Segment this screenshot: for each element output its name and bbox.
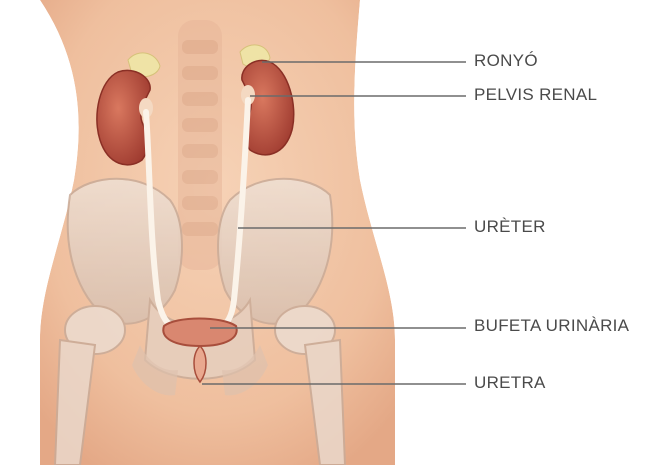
label-ureter: URÈTER [474,217,546,237]
spine [178,20,222,270]
label-ronyo: RONYÓ [474,51,538,71]
label-bufeta-urinaria: BUFETA URINÀRIA [474,316,629,336]
label-uretra: URETRA [474,373,546,393]
bladder [163,319,236,347]
label-pelvis-renal: PELVIS RENAL [474,85,597,105]
